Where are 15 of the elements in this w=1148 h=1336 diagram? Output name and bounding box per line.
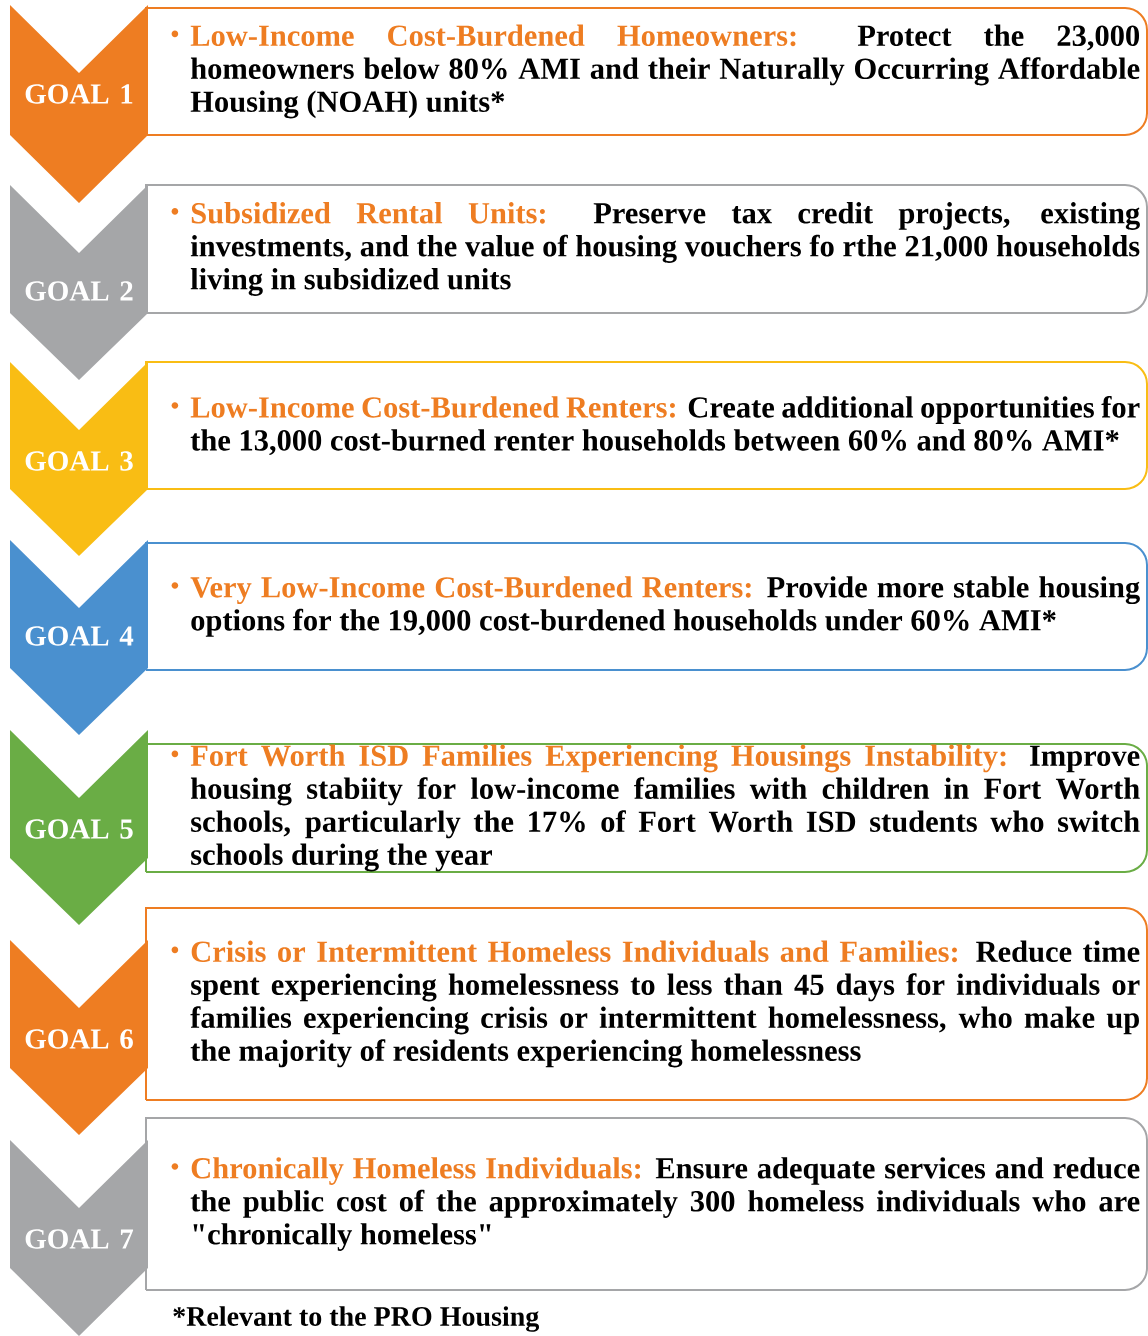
footnote: *Relevant to the PRO Housing xyxy=(173,1306,540,1332)
goal-tab: GOAL 7 xyxy=(10,1140,148,1336)
goal-box: Low-Income Cost-Burdened Renters: Create additional opportunities for the 13,000 cost-burned renter households between 60% and 80% AMI* xyxy=(145,361,1148,490)
goal-tab: GOAL 6 xyxy=(10,940,148,1135)
goal-box: Very Low-Income Cost-Burdened Renters: Provide more stable housing options for the 19,000 cost-burdened households under 60% AMI* xyxy=(145,542,1148,671)
goal-tab: GOAL 3 xyxy=(10,362,148,556)
goal-box: Chronically Homeless Individuals: Ensure adequate services and reduce the public cost of the approximately 300 homeless individuals who are "chronically homeless" xyxy=(145,1117,1148,1291)
goal-tab: GOAL 1 xyxy=(10,5,148,203)
goal-tab: GOAL 4 xyxy=(10,540,148,735)
goal-box: Fort Worth ISD Families Experiencing Housings Instability: Improve housing stabiity for low-income families with children in Fort Worth schools, particularly the 17% of Fort Worth ISD students who switch schools during the year xyxy=(145,743,1148,873)
goal-tab: GOAL 2 xyxy=(10,185,148,380)
goal-tab: GOAL 5 xyxy=(10,730,148,925)
goal-box: Subsidized Rental Units: Preserve tax credit projects, existing investments, and the value of housing vouchers fo rthe 21,000 households living in subsidized units xyxy=(145,184,1148,314)
goal-box: Low-Income Cost-Burdened Homeowners: Protect the 23,000 homeowners below 80% AMI and their Naturally Occurring Affordable Housing (NOAH) units* xyxy=(145,7,1148,136)
goal-box: Crisis or Intermittent Homeless Individuals and Families: Reduce time spent experiencing homelessness to less than 45 days for individuals or families experiencing crisis or intermittent homelessness, who make up the majority of residents experiencing homelessness xyxy=(145,907,1148,1101)
